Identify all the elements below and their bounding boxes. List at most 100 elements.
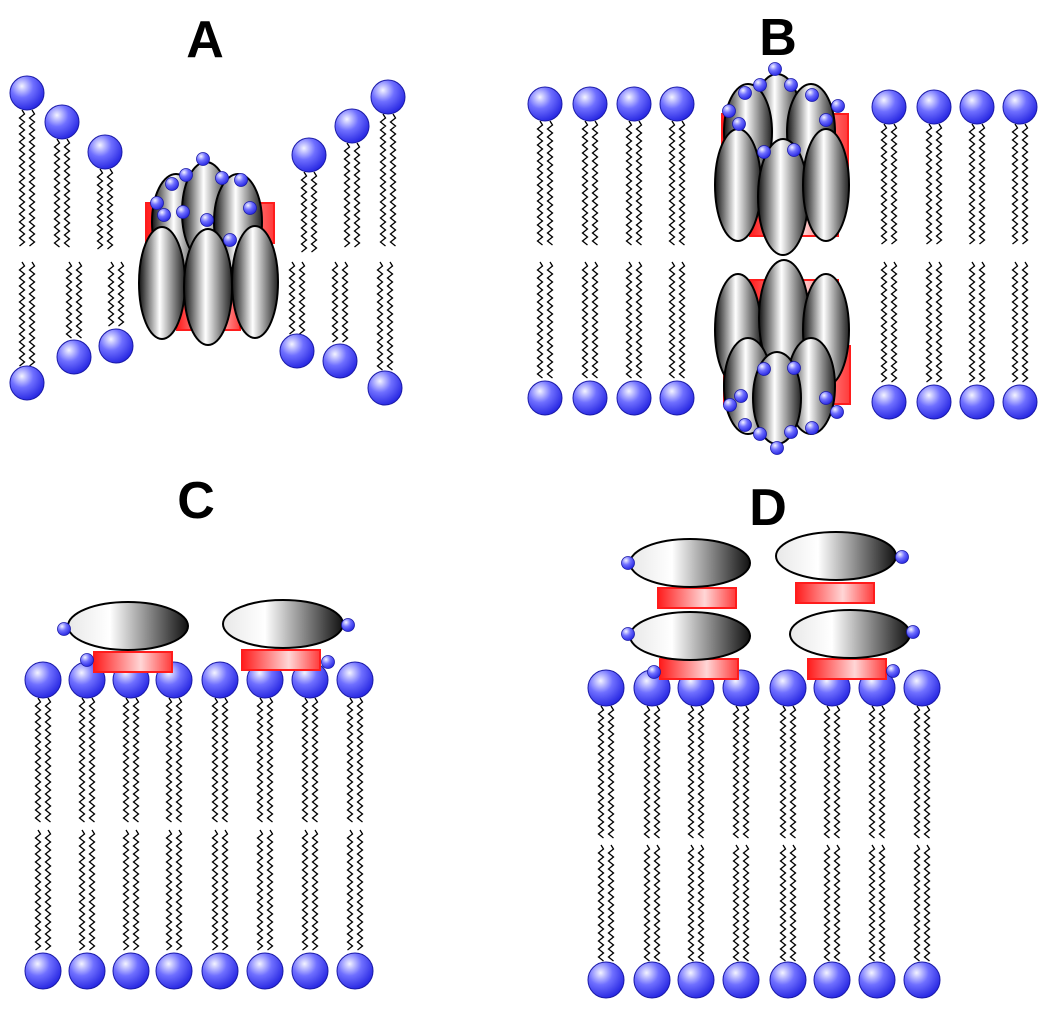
lipid-head-icon [201, 661, 239, 699]
lipid-tail-icon [643, 705, 651, 839]
lipid-tail-icon [625, 261, 633, 379]
lipid-tail-icon [175, 697, 183, 823]
charged-residue-icon [647, 665, 661, 679]
lipid-head-icon [87, 134, 123, 170]
lipid-tail-icon [687, 705, 695, 839]
lipid-tail-icon [88, 829, 96, 951]
charged-residue-icon [906, 625, 920, 639]
lipid-tail-icon [88, 697, 96, 823]
lipid-tail-icon [597, 844, 605, 962]
lipid-tail-icon [890, 261, 898, 383]
charged-residue-icon [787, 143, 801, 157]
lipid-tail-icon [256, 829, 264, 951]
lipid-tail-icon [823, 705, 831, 839]
lipid-tail-icon [266, 697, 274, 823]
helix-icon [629, 538, 751, 588]
helix-icon [222, 599, 344, 649]
lipid-tail-icon [78, 697, 86, 823]
lipid-tail-icon [301, 697, 309, 823]
lipid-tail-icon [356, 829, 364, 951]
helix-icon [775, 531, 897, 581]
helix-icon [629, 611, 751, 661]
charged-residue-icon [165, 177, 179, 191]
lipid-tail-icon [1011, 123, 1019, 245]
lipid-head-icon [858, 961, 896, 999]
charged-residue-icon [784, 425, 798, 439]
lipid-tail-icon [925, 261, 933, 383]
peptides-layer [57, 62, 920, 680]
lipid-tail-icon [607, 844, 615, 962]
charged-residue-icon [753, 78, 767, 92]
lipid-head-icon [279, 333, 315, 369]
lipid-head-icon [201, 952, 239, 990]
lipid-tail-icon [346, 697, 354, 823]
lipid-tail-icon [823, 844, 831, 962]
lipid-tail-icon [625, 120, 633, 246]
lipid-tail-icon [389, 113, 397, 247]
charged-residue-icon [732, 117, 746, 131]
lipid-head-icon [527, 86, 563, 122]
lipid-head-icon [871, 384, 907, 420]
lipid-tail-icon [44, 697, 52, 823]
charged-residue-icon [341, 618, 355, 632]
peptide-core-icon [657, 587, 737, 609]
lipid-tail-icon [697, 705, 705, 839]
charged-residue-icon [234, 173, 248, 187]
lipid-tails-layer [18, 109, 1029, 962]
lipid-head-icon [871, 89, 907, 125]
charged-residue-icon [176, 205, 190, 219]
lipid-tail-icon [211, 697, 219, 823]
lipid-tail-icon [311, 697, 319, 823]
lipid-tail-icon [78, 829, 86, 951]
charged-residue-icon [886, 664, 900, 678]
lipid-head-icon [370, 79, 406, 115]
charged-residue-icon [753, 427, 767, 441]
lipid-tail-icon [591, 261, 599, 379]
lipid-head-icon [336, 661, 374, 699]
lipid-head-icon [367, 370, 403, 406]
lipid-tail-icon [256, 697, 264, 823]
lipid-tail-icon [331, 261, 339, 343]
lipid-head-icon [677, 961, 715, 999]
lipid-head-icon [959, 89, 995, 125]
lipid-tail-icon [687, 844, 695, 962]
lipid-tail-icon [356, 697, 364, 823]
lipid-tail-icon [732, 844, 740, 962]
charged-residue-icon [805, 88, 819, 102]
lipid-tail-icon [878, 844, 886, 962]
lipid-tail-icon [18, 109, 26, 247]
peptide-core-icon [795, 582, 875, 604]
lipid-tail-icon [343, 142, 351, 248]
charged-residue-icon [830, 405, 844, 419]
lipid-tail-icon [132, 829, 140, 951]
lipid-tail-icon [63, 138, 71, 248]
lipid-tail-icon [376, 261, 384, 371]
charged-residue-icon [157, 208, 171, 222]
lipid-tail-icon [132, 697, 140, 823]
lipid-tail-icon [968, 123, 976, 245]
panel-label-a: A [186, 11, 224, 69]
lipid-tail-icon [536, 261, 544, 379]
lipid-tail-icon [310, 171, 318, 253]
lipid-head-icon [572, 86, 608, 122]
lipid-head-icon [322, 343, 358, 379]
lipid-tail-icon [75, 261, 83, 339]
charged-residue-icon [150, 196, 164, 210]
panel-label-c: C [177, 472, 215, 530]
lipid-tail-icon [607, 705, 615, 839]
lipid-tail-icon [107, 261, 115, 327]
lipid-head-icon [9, 75, 45, 111]
charged-residue-icon [784, 78, 798, 92]
lipid-head-icon [959, 384, 995, 420]
lipid-tail-icon [643, 844, 651, 962]
lipid-tail-icon [742, 844, 750, 962]
lipid-tail-icon [925, 123, 933, 245]
lipid-head-icon [336, 952, 374, 990]
lipid-tail-icon [913, 705, 921, 839]
lipid-tail-icon [653, 705, 661, 839]
lipid-tail-icon [581, 120, 589, 246]
lipid-tail-icon [890, 123, 898, 245]
panel-label-b: B [759, 9, 797, 67]
lipid-tail-icon [1021, 123, 1029, 245]
lipid-tail-icon [581, 261, 589, 379]
